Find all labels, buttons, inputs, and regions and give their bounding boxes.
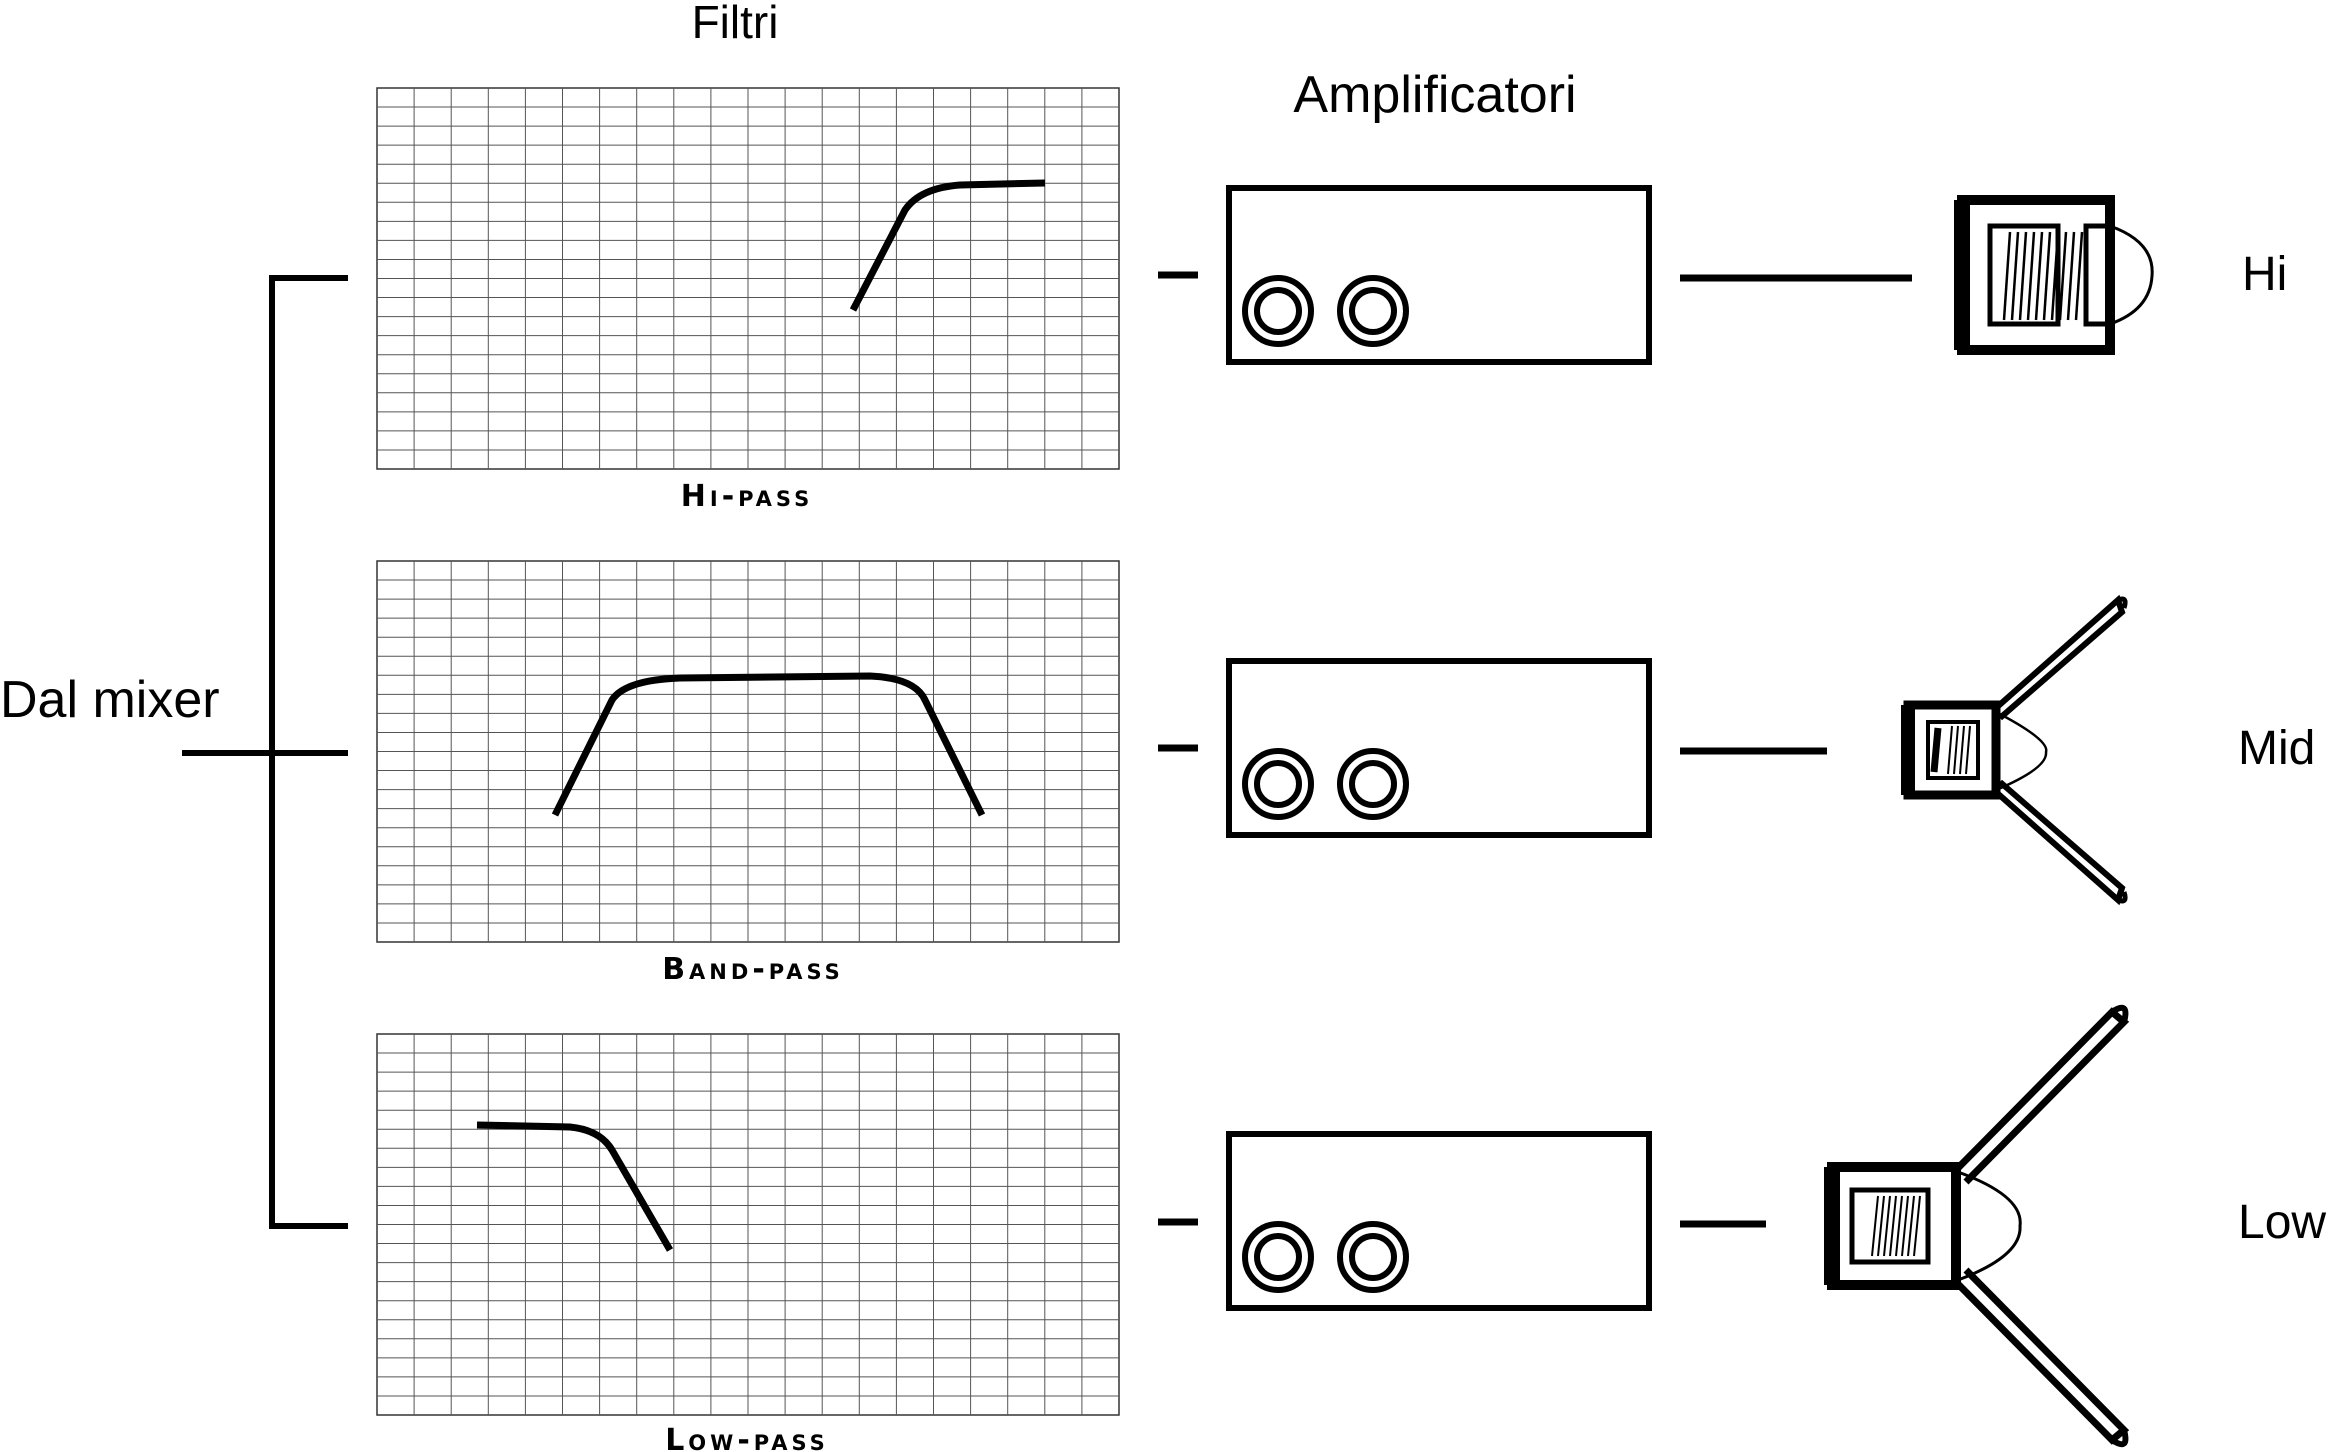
speaker-label-low: Low (2238, 1196, 2326, 1249)
amplifier-knob (1337, 1221, 1409, 1293)
amplifier-low (1226, 1131, 1652, 1311)
amplifier-hi (1226, 185, 1652, 365)
amplifier-knob (1242, 275, 1314, 347)
filter-grid (376, 1033, 1120, 1416)
filter-output-stubs (1158, 271, 1198, 1226)
source-label: Dal mixer (0, 671, 220, 729)
filter-hi-pass: Hi-pass (376, 87, 1120, 514)
amplifier-knob (1242, 1221, 1314, 1293)
amplifier-knob (1242, 748, 1314, 820)
filter-band-pass: Band-pass (376, 560, 1120, 987)
midrange-speaker-icon (1901, 594, 2128, 906)
woofer-speaker-icon (1824, 1004, 2130, 1448)
amplifier-box (1226, 185, 1652, 365)
amplifier-box (1226, 1131, 1652, 1311)
filter-response-curve (849, 179, 1046, 312)
filter-response-curve (551, 672, 986, 817)
filter-caption: Band-pass (662, 952, 844, 987)
filter-low-pass: Low-pass (376, 1033, 1120, 1452)
filter-grid (376, 560, 1120, 943)
filter-grid (376, 87, 1120, 470)
amplifier-knob (1337, 275, 1409, 347)
amplifier-box (1226, 658, 1652, 838)
tweeter-speaker-icon (1954, 195, 2154, 355)
input-bracket (182, 275, 348, 1229)
filters-heading: Filtri (692, 0, 779, 48)
amplifiers-heading: Amplificatori (1293, 66, 1576, 124)
filter-response-curve (476, 1121, 674, 1252)
filter-caption: Hi-pass (681, 479, 813, 514)
amplifier-mid (1226, 658, 1652, 838)
amplifier-knob (1337, 748, 1409, 820)
filter-caption: Low-pass (665, 1423, 829, 1452)
speaker-cables (1680, 274, 1912, 1228)
speaker-label-mid: Mid (2238, 722, 2315, 775)
speaker-label-hi: Hi (2242, 248, 2287, 301)
